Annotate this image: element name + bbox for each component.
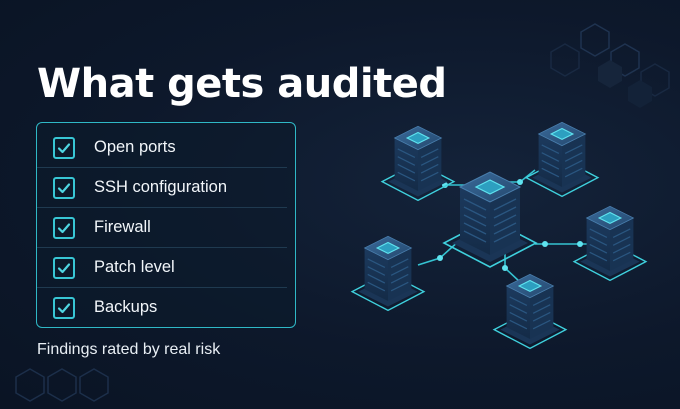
server-icon (380, 125, 456, 202)
server-icon (524, 121, 600, 198)
checklist-item-ssh-configuration: SSH configuration (37, 167, 287, 207)
checklist-item-label: Firewall (94, 218, 151, 236)
server-icon (572, 205, 648, 282)
hexagon-icon (15, 368, 109, 402)
checklist-item-label: SSH configuration (94, 178, 227, 196)
server-icon (350, 235, 426, 312)
checklist-item-patch-level: Patch level (37, 247, 287, 287)
checkbox (53, 176, 75, 199)
checklist-item-label: Backups (94, 298, 158, 316)
checkmark-icon (57, 142, 71, 153)
page-title: What gets audited (37, 61, 447, 107)
checkmark-icon (57, 302, 71, 313)
footer-caption: Findings rated by real risk (37, 341, 221, 358)
hexagon-icon (598, 60, 652, 108)
checkmark-icon (57, 182, 71, 193)
server-icon (442, 171, 538, 268)
checkbox (53, 296, 75, 319)
checklist-item-label: Patch level (94, 258, 175, 276)
server-icon (492, 273, 568, 350)
checkbox (53, 136, 75, 159)
checkmark-icon (57, 222, 71, 233)
checkbox (53, 256, 75, 279)
checklist-item-firewall: Firewall (37, 207, 287, 247)
checklist-item-backups: Backups (37, 287, 287, 327)
checklist-item-open-ports: Open ports (37, 128, 287, 167)
audit-checklist: Open ports SSH configuration Firewall Pa… (36, 122, 296, 328)
checkmark-icon (57, 262, 71, 273)
hexagon-icon (550, 23, 670, 97)
checkbox (53, 216, 75, 239)
checklist-item-label: Open ports (94, 138, 176, 156)
